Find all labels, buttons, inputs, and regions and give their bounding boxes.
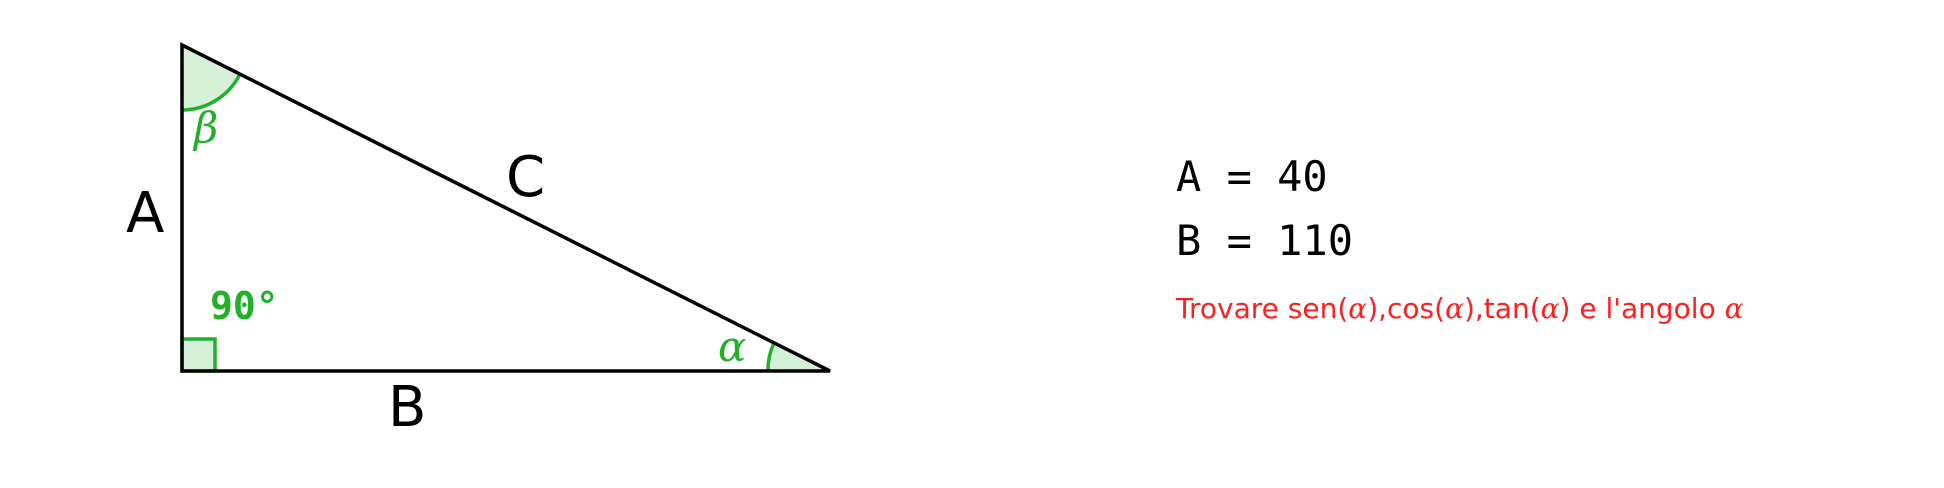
task-text-part: ),cos(: [1367, 292, 1446, 325]
side-c-label: C: [506, 145, 545, 210]
angle-beta-arc: [181, 73, 242, 112]
angle-alpha-label: α: [718, 322, 746, 371]
side-b-label: B: [388, 375, 426, 440]
task-text-part: ),tan(: [1463, 292, 1541, 325]
side-a-label: A: [126, 181, 164, 246]
triangle-outline: [180, 42, 831, 373]
task-text-part: Trovare sen(: [1176, 292, 1349, 325]
angle-beta-wedge: [182, 45, 240, 110]
task-instruction: Trovare sen(α),cos(α),tan(α) e l'angolo …: [1176, 292, 1744, 325]
alpha-symbol: α: [1348, 292, 1368, 325]
right-angle-marker: [180, 337, 217, 373]
given-side-a-value: A = 40: [1176, 152, 1328, 201]
task-text-part: ) e l'angolo: [1559, 292, 1725, 325]
alpha-symbol: α: [1540, 292, 1560, 325]
alpha-symbol: α: [1445, 292, 1464, 325]
right-angle-label: 90°: [210, 284, 279, 328]
given-side-b-value: B = 110: [1176, 216, 1354, 265]
alpha-symbol: α: [1724, 292, 1744, 325]
angle-beta-label: β: [192, 103, 218, 152]
